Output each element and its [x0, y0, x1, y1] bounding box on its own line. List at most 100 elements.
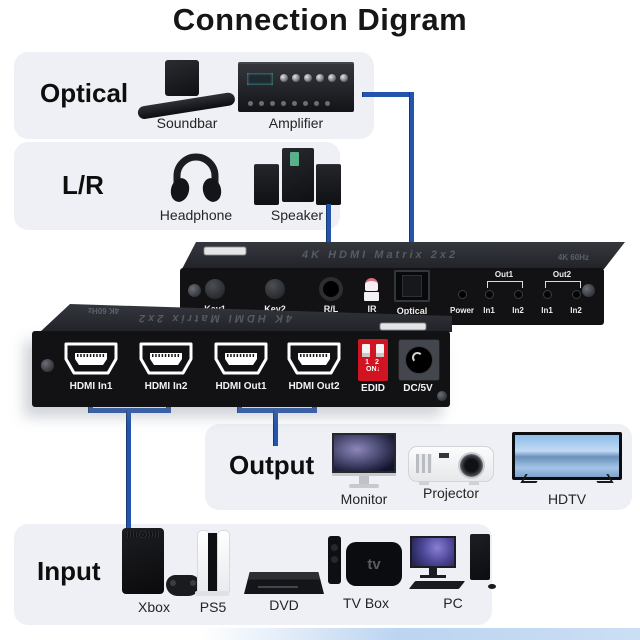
- edid-dip-switch: 1 2 ON↓: [358, 339, 388, 381]
- tvbox-icon: tv: [328, 534, 404, 592]
- hdmi-in2-port: [137, 341, 195, 377]
- hdmi-in1-label: HDMI In1: [69, 381, 113, 392]
- hdtv-caption: HDTV: [547, 491, 587, 507]
- speaker-icon: [251, 148, 343, 205]
- monitor-caption: Monitor: [340, 491, 388, 507]
- headphone-caption: Headphone: [159, 207, 233, 223]
- out1-bracket: [487, 281, 523, 288]
- hdmi-out1-port: [212, 341, 270, 377]
- ps5-item: PS5: [190, 530, 236, 615]
- ps5-caption: PS5: [199, 599, 227, 615]
- input-stem-line: [126, 410, 131, 528]
- key2-button: [264, 278, 286, 300]
- dvd-caption: DVD: [269, 597, 299, 613]
- out1-in1-led: [485, 290, 494, 299]
- ir-label: IR: [367, 304, 377, 314]
- key2-label: Key2: [264, 304, 286, 314]
- hdmi-out2-label: HDMI Out2: [288, 381, 340, 392]
- edid-dip-numbers: 1 2: [365, 359, 381, 366]
- out2-label: Out2: [552, 270, 572, 279]
- amplifier-to-optical-line-h: [362, 92, 414, 97]
- optical-port-label: Optical: [396, 306, 428, 316]
- hdmi-out2-port: [285, 341, 343, 377]
- brand-logo: [380, 323, 426, 330]
- dvd-icon: [244, 554, 324, 594]
- power-label: Power: [449, 306, 475, 315]
- rear-brand-text: 4K HDMI Matrix 2x2: [302, 249, 459, 261]
- out1-label: Out1: [494, 270, 514, 279]
- front-res-badge: 4K 60Hz: [88, 306, 120, 315]
- ir-receiver-icon: [364, 278, 379, 301]
- screw-icon: [582, 284, 595, 297]
- front-top-face: 4K HDMI Matrix 2x2 4K 60Hz: [40, 304, 452, 332]
- ps5-icon: [193, 530, 233, 596]
- speaker-caption: Speaker: [270, 207, 324, 223]
- out1-in2-label: In2: [512, 306, 524, 315]
- pc-item: PC: [408, 534, 498, 611]
- out2-in1-led: [543, 290, 552, 299]
- amplifier-to-optical-line-v: [409, 92, 414, 273]
- output-label: Output: [229, 450, 315, 480]
- amplifier-caption: Amplifier: [268, 115, 324, 131]
- brand-logo: [204, 247, 246, 255]
- monitor-item: Monitor: [329, 432, 399, 507]
- optical-panel: Optical Soundbar Amplifier: [14, 52, 374, 139]
- hdtv-icon: [512, 432, 622, 488]
- amplifier-item: Amplifier: [236, 62, 356, 131]
- hdmi-in1-port: [62, 341, 120, 377]
- xbox-caption: Xbox: [138, 599, 170, 615]
- rear-res-badge: 4K 60Hz: [557, 253, 589, 262]
- screw-icon: [437, 391, 447, 401]
- dvd-item: DVD: [242, 554, 326, 613]
- hdtv-item: HDTV: [511, 432, 623, 507]
- out1-in1-label: In1: [483, 306, 495, 315]
- out2-in1-label: In1: [541, 306, 553, 315]
- projector-caption: Projector: [422, 485, 480, 501]
- rl-jack: [319, 277, 343, 301]
- matrix-device-front: 4K HDMI Matrix 2x2 4K 60Hz HDMI In1: [32, 300, 452, 408]
- page-bottom-gradient: [200, 628, 640, 640]
- amplifier-icon: [238, 62, 354, 112]
- headphone-item: Headphone: [148, 146, 244, 223]
- edid-label: EDID: [361, 383, 385, 394]
- page-title: Connection Digram: [172, 2, 468, 37]
- projector-icon: [408, 438, 494, 485]
- front-face: HDMI In1 HDMI In2 HDMI Out1: [32, 331, 450, 407]
- monitor-icon: [332, 432, 396, 488]
- xbox-icon: [108, 528, 200, 596]
- out2-in2-led: [572, 290, 581, 299]
- input-panel: Input Xbox PS5 DVD: [14, 524, 496, 625]
- output-panel: Output Monitor Projector HDTV: [205, 424, 632, 510]
- power-led: [458, 290, 467, 299]
- optical-port: [394, 270, 430, 302]
- rear-top-face: 4K HDMI Matrix 2x2 4K 60Hz: [182, 242, 625, 269]
- dc-power-jack: [398, 339, 440, 381]
- speaker-item: Speaker: [250, 148, 344, 223]
- optical-label: Optical: [40, 78, 129, 108]
- pc-icon: [408, 534, 496, 592]
- speaker-to-rl-line: [326, 204, 331, 264]
- out2-in2-label: In2: [570, 306, 582, 315]
- edid-dip-on: ON↓: [366, 366, 380, 373]
- dc-label: DC/5V: [403, 383, 433, 394]
- soundbar-caption: Soundbar: [156, 115, 218, 131]
- hdmi-in2-label: HDMI In2: [144, 381, 188, 392]
- soundbar-icon: [137, 60, 237, 120]
- output-stem-line: [273, 410, 278, 446]
- screw-icon: [188, 284, 201, 297]
- tvbox-caption: TV Box: [343, 595, 389, 611]
- hdmi-out1-label: HDMI Out1: [215, 381, 267, 392]
- input-label: Input: [37, 556, 101, 586]
- rl-label: R/L: [323, 304, 339, 314]
- key1-button: [204, 278, 226, 300]
- xbox-item: Xbox: [106, 528, 202, 615]
- tvbox-item: tv TV Box: [326, 534, 406, 611]
- front-brand-text: 4K HDMI Matrix 2x2: [136, 312, 293, 324]
- lr-label: L/R: [62, 170, 104, 200]
- tvbox-logo-text: tv: [367, 555, 381, 573]
- headphone-icon: [167, 146, 225, 204]
- pc-caption: PC: [443, 595, 463, 611]
- soundbar-item: Soundbar: [135, 60, 239, 131]
- screw-icon: [41, 359, 54, 372]
